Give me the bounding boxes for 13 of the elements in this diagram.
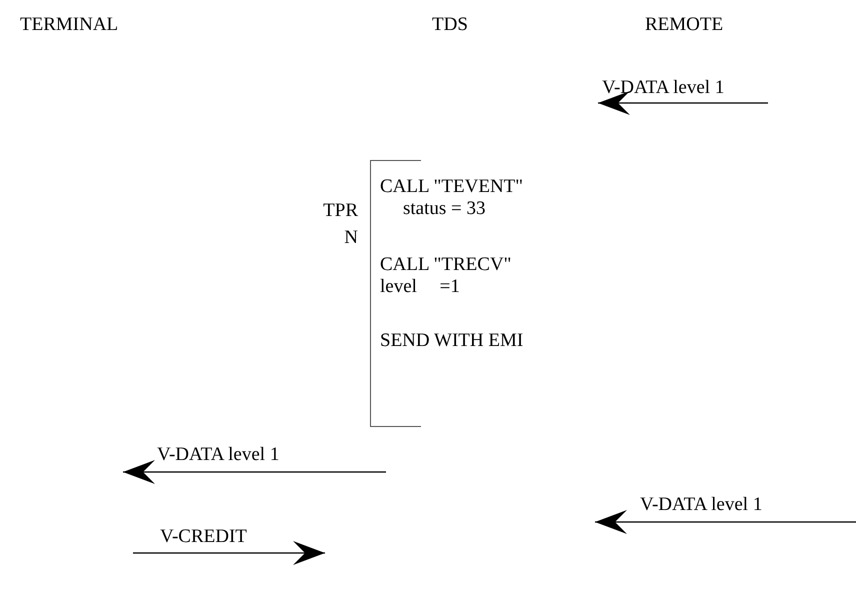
- message-label: V-DATA level 1: [640, 494, 762, 516]
- message-label: V-DATA level 1: [157, 444, 280, 466]
- side-label: TPR N: [322, 199, 358, 250]
- column-heading: REMOTE: [645, 14, 724, 36]
- code-line: status = 33: [403, 198, 486, 220]
- code-line: level =1: [380, 276, 460, 298]
- message-label: V-CREDIT: [160, 526, 247, 548]
- code-line: CALL "TRECV": [380, 254, 512, 276]
- code-line: SEND WITH EMI: [380, 330, 524, 352]
- code-line: CALL "TEVENT": [380, 176, 524, 198]
- message-label: V-DATA level 1: [602, 77, 724, 99]
- column-heading: TDS: [432, 14, 468, 36]
- column-heading: TERMINAL: [20, 14, 118, 36]
